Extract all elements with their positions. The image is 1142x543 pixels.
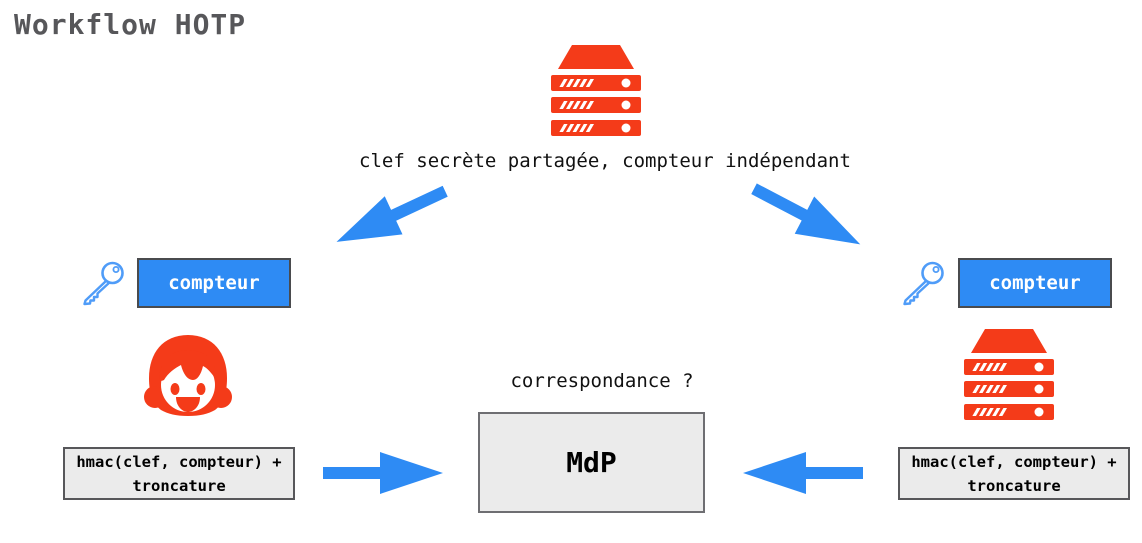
- page-title: Workflow HOTP: [14, 8, 247, 41]
- hmac-line1: hmac(clef, compteur) +: [76, 452, 282, 471]
- counter-label: compteur: [168, 272, 260, 294]
- shared-secret-caption: clef secrète partagée, compteur indépend…: [359, 150, 851, 172]
- arrow-down-right-icon: [743, 168, 872, 265]
- arrow-left-icon: [741, 450, 863, 496]
- server-icon: [550, 44, 642, 138]
- hmac-line2: troncature: [132, 476, 226, 495]
- hmac-line2: troncature: [967, 476, 1061, 495]
- hmac-box-right: hmac(clef, compteur) + troncature: [898, 447, 1130, 500]
- hmac-box-left: hmac(clef, compteur) + troncature: [63, 447, 295, 500]
- mdp-result-box: MdP: [478, 412, 705, 513]
- correspondence-question: correspondance ?: [510, 370, 694, 392]
- hmac-line1: hmac(clef, compteur) +: [911, 452, 1117, 471]
- counter-label: compteur: [989, 272, 1081, 294]
- key-icon: [80, 258, 128, 306]
- mdp-label: MdP: [566, 446, 617, 479]
- key-icon: [900, 258, 948, 306]
- counter-box-right: compteur: [958, 258, 1112, 308]
- counter-box-left: compteur: [137, 258, 291, 308]
- arrow-down-left-icon: [325, 170, 455, 263]
- server-icon: [963, 328, 1055, 422]
- arrow-right-icon: [323, 450, 445, 496]
- woman-face-icon: [143, 333, 233, 423]
